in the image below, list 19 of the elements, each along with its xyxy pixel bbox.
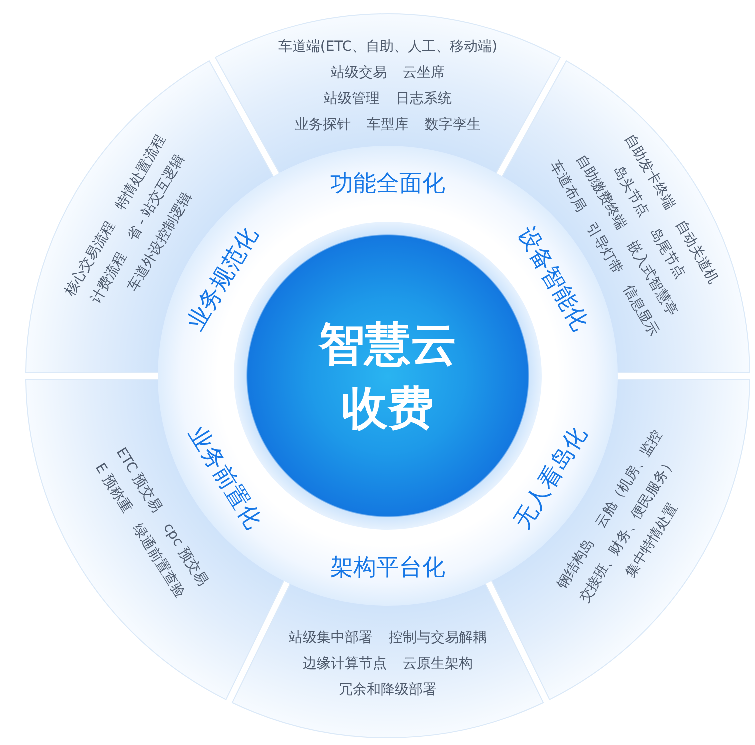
feature-text: 站级集中部署 [289, 630, 373, 646]
category-label: 无人看岛化 [508, 422, 594, 534]
feature-text: 站级交易 [331, 65, 387, 81]
feature-text: 冗余和降级部署 [339, 682, 437, 698]
feature-text: 控制与交易解耦 [389, 630, 487, 646]
feature-text: 站级管理 [324, 91, 380, 107]
feature-text: 车型库 [367, 117, 409, 133]
feature-text: 业务探针 [295, 117, 351, 133]
feature-text: 边缘计算节点 [303, 656, 387, 672]
category-label: 业务规范化 [181, 222, 264, 336]
feature-text: 云原生架构 [403, 656, 473, 672]
feature-text: 日志系统 [396, 91, 452, 107]
center-title: 智慧云收费 [318, 316, 458, 437]
feature-text: 车道端(ETC、自助、人工、移动端) [278, 39, 498, 55]
category-label: 业务前置化 [182, 422, 268, 534]
feature-text: 云坐席 [403, 65, 445, 81]
feature-text: 数字孪生 [425, 117, 481, 133]
category-label: 架构平台化 [330, 554, 446, 582]
category-label: 功能全面化 [330, 170, 446, 198]
